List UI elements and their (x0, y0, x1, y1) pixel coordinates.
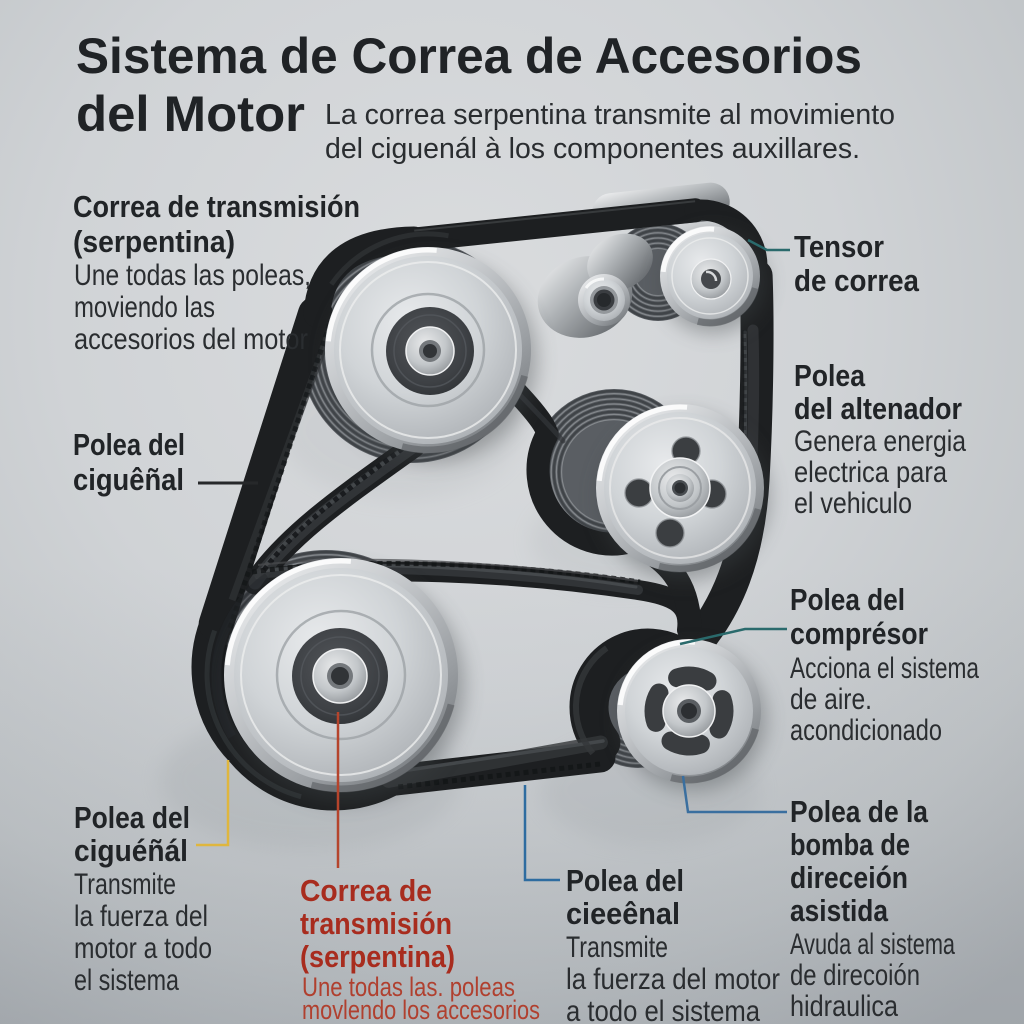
svg-text:bomba de: bomba de (790, 827, 910, 862)
svg-text:Sistema de Correa de Accesorio: Sistema de Correa de Accesorios (76, 28, 862, 84)
svg-text:Polea del: Polea del (790, 582, 905, 617)
svg-text:Polea: Polea (794, 358, 866, 393)
svg-text:la fuerza del motor: la fuerza del motor (566, 963, 780, 996)
svg-text:Correa de: Correa de (300, 873, 432, 908)
svg-text:Polea del: Polea del (74, 800, 190, 835)
svg-text:transmisión: transmisión (300, 906, 452, 941)
svg-text:hidraulica: hidraulica (790, 990, 898, 1023)
svg-text:(serpentina): (serpentina) (300, 939, 455, 974)
svg-text:de correa: de correa (794, 263, 920, 298)
svg-text:Transmite: Transmite (566, 931, 668, 964)
svg-text:del Motor: del Motor (76, 86, 305, 142)
svg-text:Transmite: Transmite (74, 868, 176, 901)
svg-text:La correa serpentina transmite: La correa serpentina transmite al movimi… (325, 99, 895, 131)
svg-text:electrica para: electrica para (794, 456, 947, 489)
svg-text:(serpentina): (serpentina) (73, 224, 235, 259)
svg-text:el sistema: el sistema (74, 964, 179, 997)
svg-text:accesorios del motor: accesorios del motor (74, 323, 308, 356)
svg-text:Correa de transmisión: Correa de transmisión (73, 189, 360, 224)
svg-text:acondicionado: acondicionado (790, 714, 942, 747)
svg-text:moviendo las: moviendo las (74, 291, 215, 324)
svg-text:Polea de la: Polea de la (790, 794, 929, 829)
svg-text:Tensor: Tensor (794, 229, 884, 264)
svg-text:el vehiculo: el vehiculo (794, 487, 912, 520)
svg-text:Une todas las. poleas: Une todas las. poleas (302, 972, 515, 1002)
svg-text:cieeênal: cieeênal (566, 896, 680, 931)
svg-text:ciguéñál: ciguéñál (74, 833, 188, 868)
svg-text:asistida: asistida (790, 893, 889, 928)
svg-text:Genera energia: Genera energia (794, 425, 966, 458)
svg-text:motor a todo: motor a todo (74, 932, 212, 965)
svg-text:direceión: direceión (790, 860, 908, 895)
svg-text:Acciona el sistema: Acciona el sistema (790, 652, 979, 685)
svg-text:del altenador: del altenador (794, 391, 962, 426)
svg-text:Une todas las poleas,: Une todas las poleas, (74, 259, 311, 292)
svg-text:del ciguenál à los componentes: del ciguenál à los componentes auxillare… (325, 133, 860, 165)
svg-text:la fuerza del: la fuerza del (74, 900, 208, 933)
svg-text:Avuda al sistema: Avuda al sistema (790, 928, 955, 961)
svg-text:de aire.: de aire. (790, 683, 872, 716)
svg-text:de direcoión: de direcoión (790, 959, 920, 992)
svg-text:Polea del: Polea del (73, 427, 185, 462)
svg-text:comprésor: comprésor (790, 616, 928, 651)
svg-text:movlendo los accesorios: movlendo los accesorios (302, 995, 540, 1024)
svg-text:a todo el sistema: a todo el sistema (566, 995, 760, 1024)
svg-text:ciguêñal: ciguêñal (73, 462, 184, 497)
svg-text:Polea del: Polea del (566, 863, 684, 898)
